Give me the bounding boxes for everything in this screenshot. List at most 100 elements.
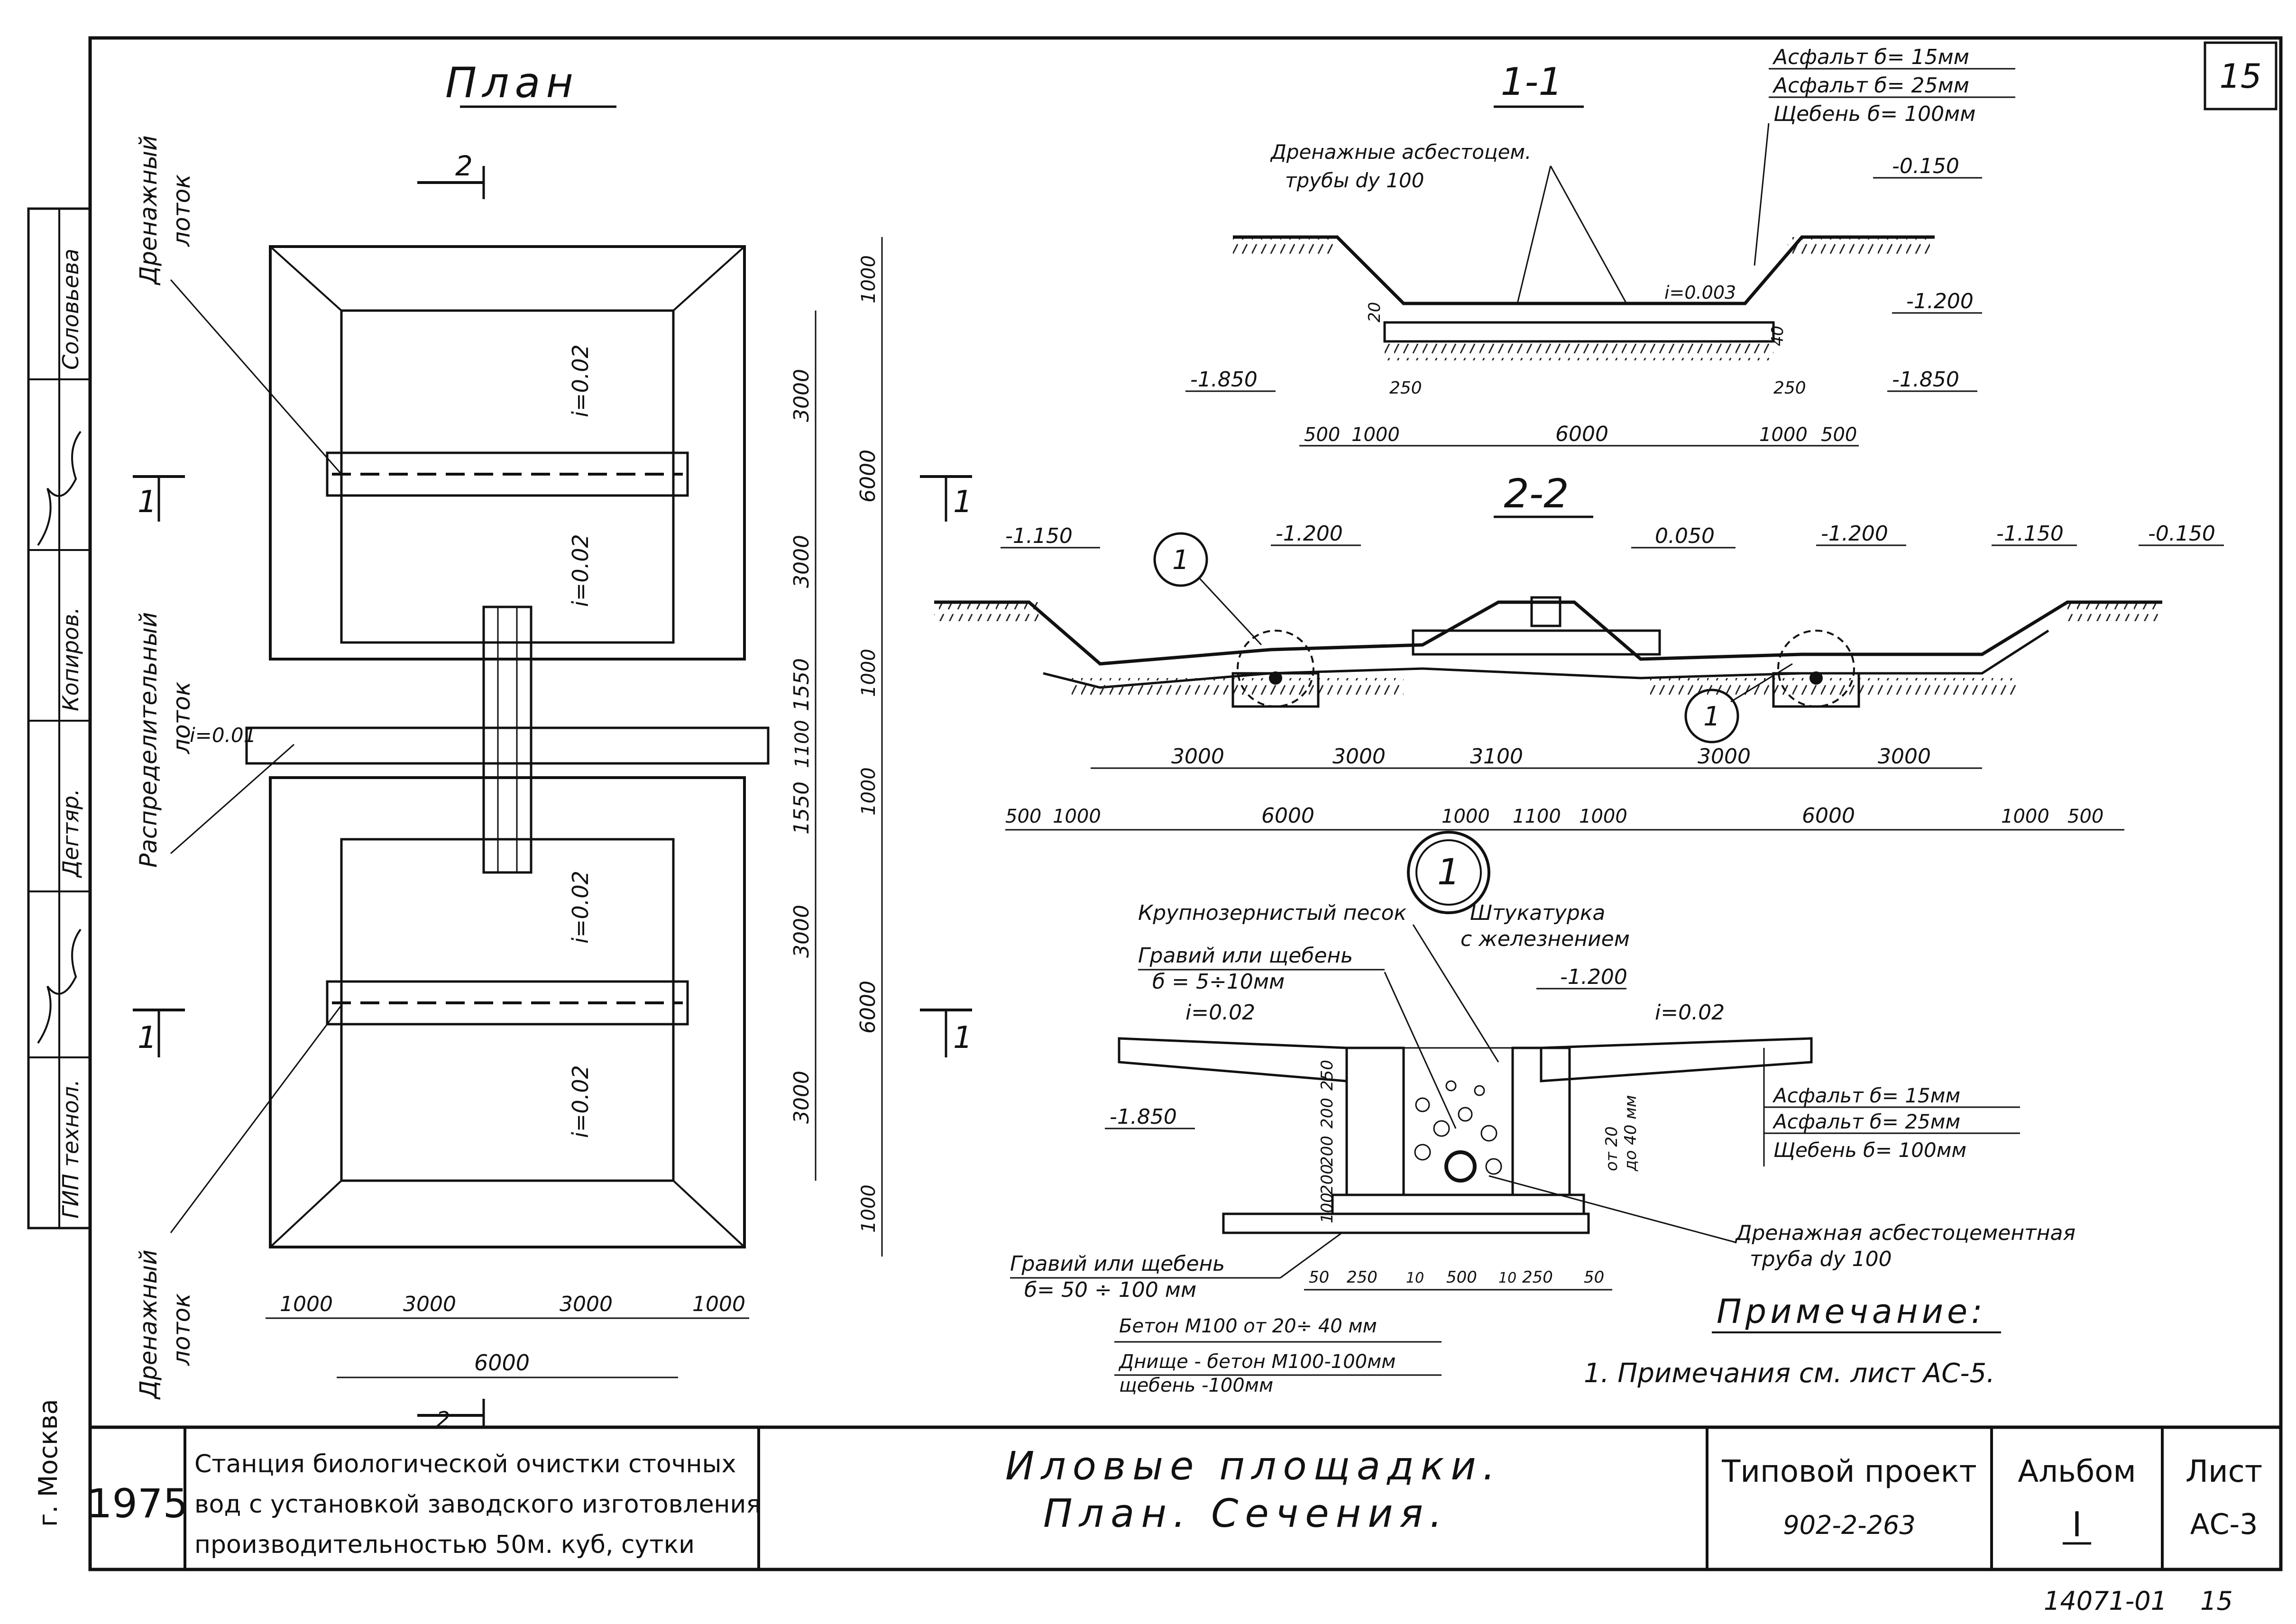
section22-level-6: -0.150: [2148, 522, 2215, 546]
sheet-number-box: [2204, 41, 2278, 110]
section11-pipe-label-2: трубы dу 100: [1285, 169, 1424, 192]
plan-dim-inner-1: 3000: [790, 369, 814, 422]
sludge-bed-bottom-inner: [340, 838, 675, 1182]
section11-leader: [1516, 123, 1770, 304]
drain-label-top-1: Дренажный: [135, 135, 162, 285]
detail-vdim-2: 200: [1318, 1098, 1337, 1129]
section11-small-dim-1: 20: [1365, 302, 1384, 322]
drain-label-bottom-1: Дренажный: [135, 1249, 162, 1400]
section11-level-3: -1.850: [1190, 367, 1258, 392]
section22-center-block: [1412, 629, 1661, 656]
detail-layer-2: Асфальт б= 25мм: [1772, 1110, 1960, 1133]
distribution-node: [482, 606, 533, 874]
svg-text:1: 1: [1703, 701, 1720, 732]
plan-view: План i=0.02 i=0.02 i=0.02 i=0.02 i=0.01 …: [133, 58, 973, 1432]
detail-gravel-top-2: б = 5÷10мм: [1152, 970, 1285, 994]
stamp-role-3: Дегтяр.: [58, 789, 83, 878]
section22-drain-right: [1772, 630, 1860, 708]
plan-slope-2: i=0.02: [568, 534, 593, 607]
section-marker-2-top: 2: [417, 150, 485, 199]
section22-profile: [934, 600, 2162, 666]
section-1-1: 1-1 Асфальт б= 15мм Асфальт б= 25мм Щебе…: [1185, 45, 2015, 447]
section22-dim-top-1: 3000: [1171, 744, 1224, 769]
distribution-channel: [245, 726, 770, 765]
section11-small-dim-3: 250: [1389, 378, 1422, 398]
stamp-role-6: Соловьева: [58, 248, 83, 370]
detail-concrete-1: Бетон М100 от 20÷ 40 мм: [1119, 1315, 1377, 1337]
plan-dim-inner-6: 3000: [790, 905, 814, 958]
sludge-bed-top-inner: [340, 309, 675, 644]
section22-dim-top-3: 3100: [1470, 744, 1523, 769]
section22-dim-bottom-7: 6000: [1802, 804, 1855, 828]
section11-slope: i=0.003: [1664, 282, 1736, 303]
plan-dim-bottom-1: 1000: [280, 1292, 333, 1316]
detail-plaster-2: с железнением: [1460, 927, 1630, 951]
section11-dim-5: 500: [1821, 424, 1857, 446]
section-2-2: 2-2 1 1 -1.150 -1.20: [934, 470, 2224, 831]
section22-level-4: -1.200: [1821, 522, 1888, 546]
section11-base: [1383, 321, 1775, 343]
section11-base-ground: [1385, 341, 1773, 360]
section22-dim-bottom-6: 1000: [1579, 806, 1627, 827]
detail-vdim-3: 200: [1318, 1136, 1337, 1166]
distribution-label-1: Распределительный: [135, 612, 162, 868]
section22-drain-left: [1231, 630, 1320, 708]
plan-dim-bottom-2: 3000: [403, 1292, 456, 1316]
title-block: 1975 Станция биологической очистки сточн…: [87, 1425, 2281, 1569]
svg-text:2: 2: [455, 150, 473, 182]
left-stamp: ГИП технол. Дегтяр. Копиров. Соловьева: [27, 207, 92, 1229]
detail-concrete-3: щебень -100мм: [1119, 1375, 1273, 1396]
detail-slope-left: i=0.02: [1185, 1000, 1255, 1025]
bottom-code-number: 15: [2200, 1586, 2233, 1616]
title-drawing-2: План. Сечения.: [1043, 1491, 1449, 1536]
title-album-label: Альбом: [2018, 1454, 2136, 1489]
section22-dim-bottom-2: 1000: [1053, 806, 1101, 827]
section22-dim-top-4: 3000: [1698, 744, 1751, 769]
section22-dim-bottom-4: 1000: [1442, 806, 1490, 827]
detail-concrete-2: Днище - бетон М100-100мм: [1118, 1351, 1396, 1373]
svg-text:1: 1: [138, 1020, 157, 1055]
plan-title: План: [445, 58, 579, 107]
detail-foundation: [1222, 1212, 1590, 1234]
section22-level-5: -1.150: [1996, 522, 2064, 546]
sheet-frame: [88, 36, 2283, 1571]
detail-dim-1: 50: [1309, 1268, 1329, 1287]
section11-level-2: -1.200: [1906, 289, 1974, 313]
section22-level-1: -1.150: [1005, 524, 1073, 548]
section11-dim-2: 1000: [1351, 424, 1400, 446]
section-marker-1-right-bottom: 1: [920, 1009, 973, 1057]
section22-callout-left: 1: [1153, 532, 1262, 646]
note-text: 1. Примечания см. лист АС-5.: [1584, 1358, 1995, 1389]
plan-slope-channel: i=0.01: [190, 724, 256, 747]
section11-small-dim-2: 40: [1768, 326, 1787, 346]
detail-pipe-label-1: Дренажная асбестоцементная: [1735, 1221, 2076, 1245]
plan-dim-outer-6: 1000: [858, 1184, 880, 1233]
detail-slope-right: i=0.02: [1655, 1000, 1725, 1025]
city-label: г. Москва: [33, 1399, 63, 1527]
detail-dim-7: 50: [1584, 1268, 1604, 1287]
detail-slab-right: [1540, 1037, 1813, 1083]
plan-dim-outer-1: 1000: [858, 255, 880, 303]
detail-vdim-1: 250: [1318, 1060, 1337, 1091]
section22-dim-bottom-9: 500: [2067, 806, 2103, 827]
detail-number-circle: [1407, 831, 1490, 914]
plan-dim-outer-5: 6000: [856, 981, 880, 1034]
section11-ground-left: [1233, 237, 1337, 256]
section11-layer-2: Асфальт б= 25мм: [1772, 73, 1969, 98]
section-marker-1-left-top: 1: [133, 475, 185, 522]
plan-slope-1: i=0.02: [568, 344, 593, 417]
section22-ground-left: [934, 602, 1038, 621]
section22-distribution-box: [1530, 596, 1561, 627]
plan-dim-outer-2: 6000: [856, 450, 880, 503]
svg-text:1: 1: [1172, 545, 1189, 576]
detail-gravel-bottom-2: б= 50 ÷ 100 мм: [1024, 1278, 1196, 1302]
sheet-number: 15: [2219, 57, 2261, 96]
title-project-desc-2: вод с установкой заводского изготовления: [194, 1490, 761, 1519]
detail-plaster-1: Штукатурка: [1470, 901, 1605, 925]
section-marker-1-left-bottom: 1: [133, 1009, 185, 1057]
detail-pipe-label-2: труба dу 100: [1750, 1247, 1892, 1271]
detail-level-top: -1.200: [1560, 965, 1627, 989]
plan-slope-3: i=0.02: [568, 871, 593, 944]
distribution-label-2: лоток: [168, 682, 195, 754]
